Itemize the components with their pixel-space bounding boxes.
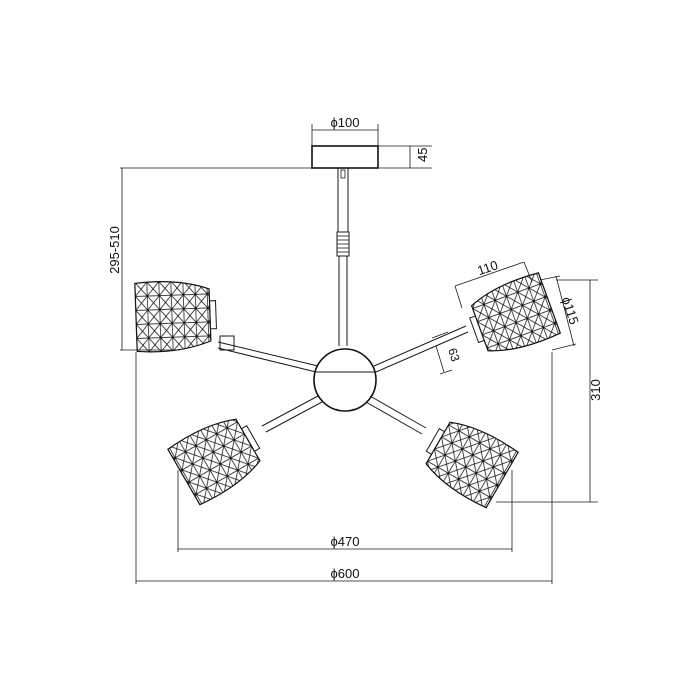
shade-diameter-label: ϕ115 [559,295,582,326]
suspension-range-dimension: 295-510 [107,167,312,351]
shade-length-label: 110 [475,257,499,278]
shade-upper-right [469,272,562,352]
canopy-height-dimension: 45 [378,145,432,169]
total-height-label: 310 [588,379,603,401]
inner-span-label: ϕ470 [331,534,360,549]
canopy-height-label: 45 [415,148,430,162]
shade-length-dimension: 110 [454,257,533,309]
canopy-diameter-label: ϕ100 [331,115,360,130]
outer-span-label: ϕ600 [331,566,360,581]
shade-neck-dimension: 63 [431,331,463,375]
inner-span-dimension: ϕ470 [177,470,513,552]
center-sphere [313,348,377,412]
suspension-range-label: 295-510 [107,226,122,274]
arms [217,325,469,435]
total-height-dimension: 310 [496,279,603,503]
shade-upper-left [134,281,217,353]
shade-lower-left [167,418,261,506]
canopy [311,145,379,169]
outer-span-dimension: ϕ600 [135,352,553,584]
socket-upper-left [219,335,235,351]
canopy-diameter-dimension: ϕ100 [311,115,379,146]
shade-lower-right [425,421,519,509]
shade-neck-label: 63 [445,346,463,363]
suspension-rod [336,168,350,346]
